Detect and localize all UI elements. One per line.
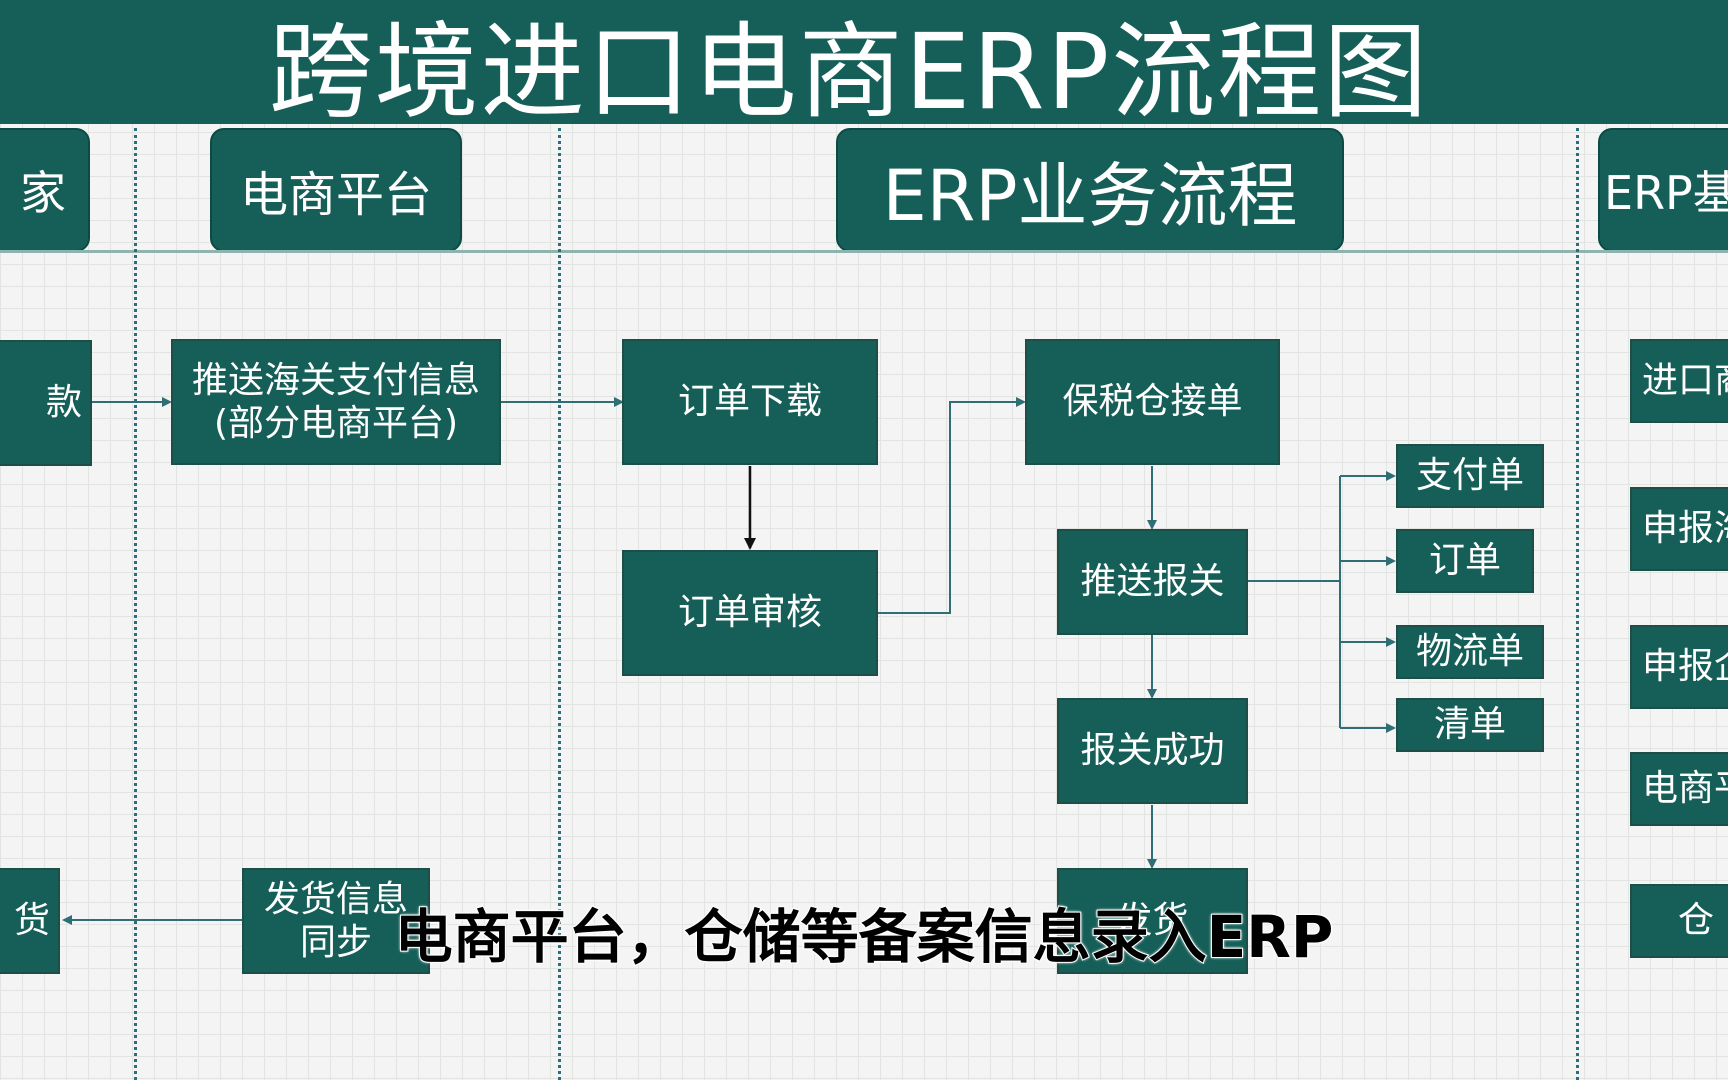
lane-header-erp-flow-label: ERP业务流程 bbox=[882, 154, 1298, 237]
node-pay-label: 款 bbox=[45, 382, 82, 424]
lane-divider-3 bbox=[1576, 128, 1579, 1080]
erp-base-item-declare-enterprise: 申报企 bbox=[1630, 625, 1728, 709]
erp-base-item-importer-label: 进口商 bbox=[1642, 360, 1728, 402]
node-declare-success-label: 报关成功 bbox=[1080, 730, 1225, 772]
node-logistics-doc: 物流单 bbox=[1396, 625, 1544, 679]
node-push-customs-pay-line1: 推送海关支付信息 bbox=[191, 359, 480, 401]
lane-header-erp-base: ERP基 bbox=[1598, 128, 1728, 252]
node-push-customs-pay: 推送海关支付信息 (部分电商平台) bbox=[171, 339, 501, 465]
node-logistics-doc-label: 物流单 bbox=[1415, 631, 1524, 673]
node-bonded-receive-label: 保税仓接单 bbox=[1062, 381, 1243, 423]
node-push-declare: 推送报关 bbox=[1057, 529, 1248, 635]
lane-header-platform: 电商平台 bbox=[210, 128, 462, 252]
node-receive: 货 bbox=[0, 868, 60, 974]
node-push-declare-label: 推送报关 bbox=[1080, 561, 1225, 603]
erp-base-item-warehouse-label: 仓 bbox=[1678, 900, 1715, 942]
node-order-download-label: 订单下载 bbox=[677, 381, 822, 423]
lane-header-merchant-label: 家 bbox=[20, 166, 66, 220]
diagram-title: 跨境进口电商ERP流程图 bbox=[268, 10, 1430, 133]
lane-header-merchant: 家 bbox=[0, 128, 90, 252]
diagram-title-bar: 跨境进口电商ERP流程图 bbox=[0, 0, 1728, 133]
erp-base-item-declare-customs: 申报海 bbox=[1630, 487, 1728, 571]
lane-divider-1 bbox=[134, 128, 137, 1080]
node-manifest-doc-label: 清单 bbox=[1433, 704, 1506, 746]
node-ship-info-sync: 发货信息 同步 bbox=[242, 868, 430, 974]
node-declare-success: 报关成功 bbox=[1057, 698, 1248, 804]
lane-header-erp-base-label: ERP基 bbox=[1604, 166, 1728, 220]
node-manifest-doc: 清单 bbox=[1396, 698, 1544, 752]
node-order-doc-label: 订单 bbox=[1428, 540, 1501, 582]
node-payment-doc-label: 支付单 bbox=[1415, 455, 1524, 497]
node-order-review: 订单审核 bbox=[622, 550, 878, 676]
erp-base-item-declare-enterprise-label: 申报企 bbox=[1642, 646, 1728, 688]
video-subtitle-caption: 电商平台，仓储等备案信息录入ERP bbox=[394, 902, 1335, 972]
node-payment-doc: 支付单 bbox=[1396, 444, 1544, 508]
node-ship: 发货 bbox=[1057, 868, 1248, 974]
lane-divider-2 bbox=[558, 128, 561, 1080]
node-pay: 款 bbox=[0, 340, 92, 466]
node-ship-label: 发货 bbox=[1116, 900, 1189, 942]
erp-base-item-warehouse: 仓 bbox=[1630, 884, 1728, 958]
lane-header-platform-label: 电商平台 bbox=[239, 167, 432, 223]
node-push-customs-pay-line2: (部分电商平台) bbox=[213, 403, 459, 444]
header-separator-line bbox=[0, 250, 1728, 253]
erp-base-item-platform-label: 电商平 bbox=[1642, 768, 1728, 810]
erp-base-item-importer: 进口商 bbox=[1630, 339, 1728, 423]
node-order-doc: 订单 bbox=[1396, 529, 1534, 593]
node-bonded-receive: 保税仓接单 bbox=[1025, 339, 1280, 465]
node-receive-label: 货 bbox=[13, 900, 50, 942]
node-order-review-label: 订单审核 bbox=[677, 592, 822, 634]
node-order-download: 订单下载 bbox=[622, 339, 878, 465]
arrow-review-to-bonded bbox=[876, 397, 1026, 614]
node-ship-info-line2: 同步 bbox=[299, 922, 372, 963]
erp-base-item-declare-customs-label: 申报海 bbox=[1642, 508, 1728, 550]
erp-base-item-platform: 电商平 bbox=[1630, 752, 1728, 826]
lane-header-erp-flow: ERP业务流程 bbox=[836, 128, 1344, 252]
node-ship-info-line1: 发货信息 bbox=[263, 878, 408, 920]
